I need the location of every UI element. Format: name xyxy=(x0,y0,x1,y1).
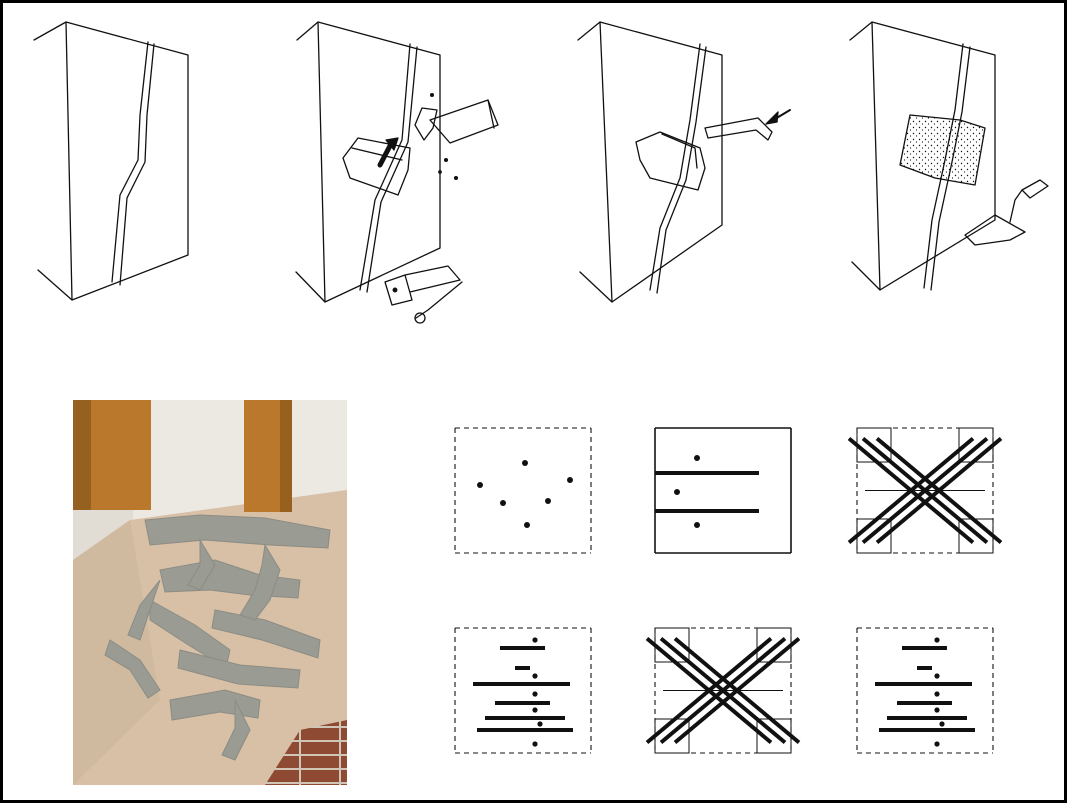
dot xyxy=(567,477,573,483)
stitched-crack-photo xyxy=(73,400,347,785)
dot xyxy=(934,691,939,696)
dot xyxy=(522,460,528,466)
dot xyxy=(934,741,939,746)
dot xyxy=(532,741,537,746)
dot xyxy=(934,707,939,712)
dot xyxy=(545,498,551,504)
dot xyxy=(934,673,939,678)
dot xyxy=(674,489,680,495)
dot xyxy=(532,637,537,642)
dot xyxy=(694,455,700,461)
dot xyxy=(939,721,944,726)
dot xyxy=(532,707,537,712)
dot xyxy=(532,691,537,696)
dot xyxy=(934,637,939,642)
dot xyxy=(532,673,537,678)
dot xyxy=(694,522,700,528)
dot xyxy=(537,721,542,726)
dot xyxy=(477,482,483,488)
dot xyxy=(524,522,530,528)
dot xyxy=(500,500,506,506)
